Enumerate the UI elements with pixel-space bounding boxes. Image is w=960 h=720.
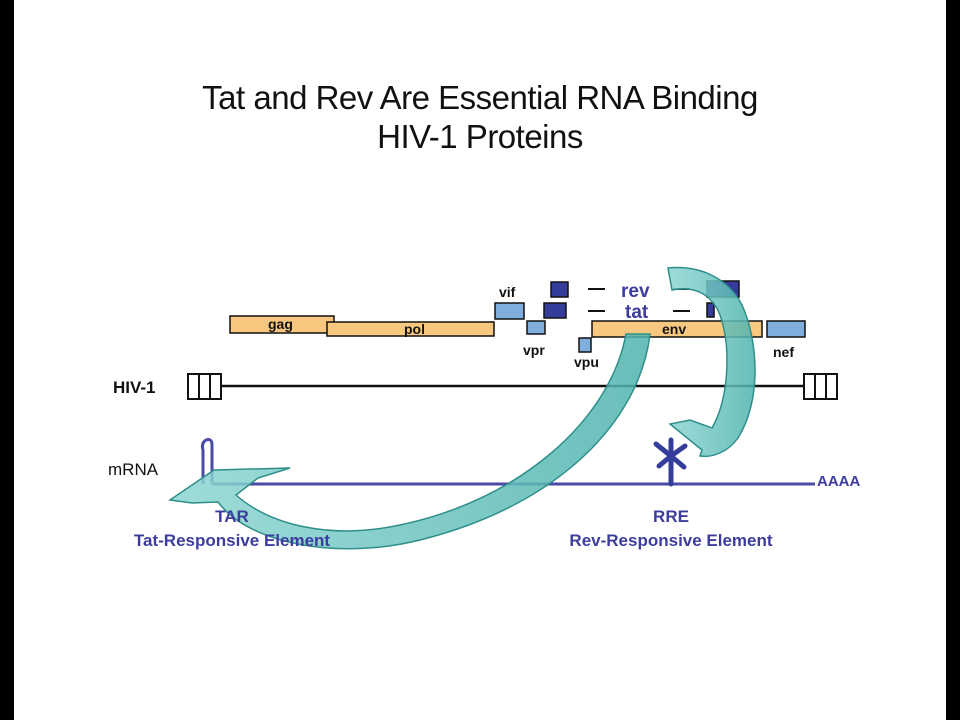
rev-exon1-box (550, 281, 569, 298)
genome-label: HIV-1 (113, 378, 156, 397)
polya-label: AAAA (817, 473, 860, 490)
nef-label: nef (773, 344, 794, 360)
rev-label: rev (621, 281, 650, 302)
tar-hairpin (200, 438, 214, 484)
vif-label: vif (499, 284, 516, 300)
gag-label: gag (268, 316, 293, 332)
tat-label: tat (625, 302, 649, 323)
vif-box (494, 302, 525, 320)
tar-full-label: Tat-Responsive Element (134, 531, 331, 550)
rre-label: RRE (653, 507, 689, 526)
nef-box (766, 320, 806, 338)
env-label: env (662, 321, 686, 337)
ltr-3-prime (803, 373, 838, 400)
vpr-box (526, 320, 546, 335)
rre-structure (653, 437, 688, 487)
slide: Tat and Rev Are Essential RNA Binding HI… (14, 0, 946, 720)
vpu-box (578, 337, 592, 353)
rev-to-rre-arrow (667, 266, 756, 458)
env-box (591, 320, 763, 338)
vpu-label: vpu (574, 354, 599, 370)
tar-label: TAR (215, 507, 249, 526)
tat-exon1-box (543, 302, 567, 319)
pol-label: pol (404, 321, 425, 337)
rre-full-label: Rev-Responsive Element (569, 531, 772, 550)
ltr-5-prime (187, 373, 222, 400)
mrna-label: mRNA (108, 460, 159, 479)
slide-title: Tat and Rev Are Essential RNA Binding HI… (14, 78, 946, 156)
title-line-2: HIV-1 Proteins (377, 118, 583, 155)
title-line-1: Tat and Rev Are Essential RNA Binding (202, 79, 758, 116)
vpr-label: vpr (523, 342, 545, 358)
tat-to-tar-arrow (167, 333, 651, 550)
tat-exon2-box (706, 302, 715, 318)
pol-box (326, 321, 495, 337)
